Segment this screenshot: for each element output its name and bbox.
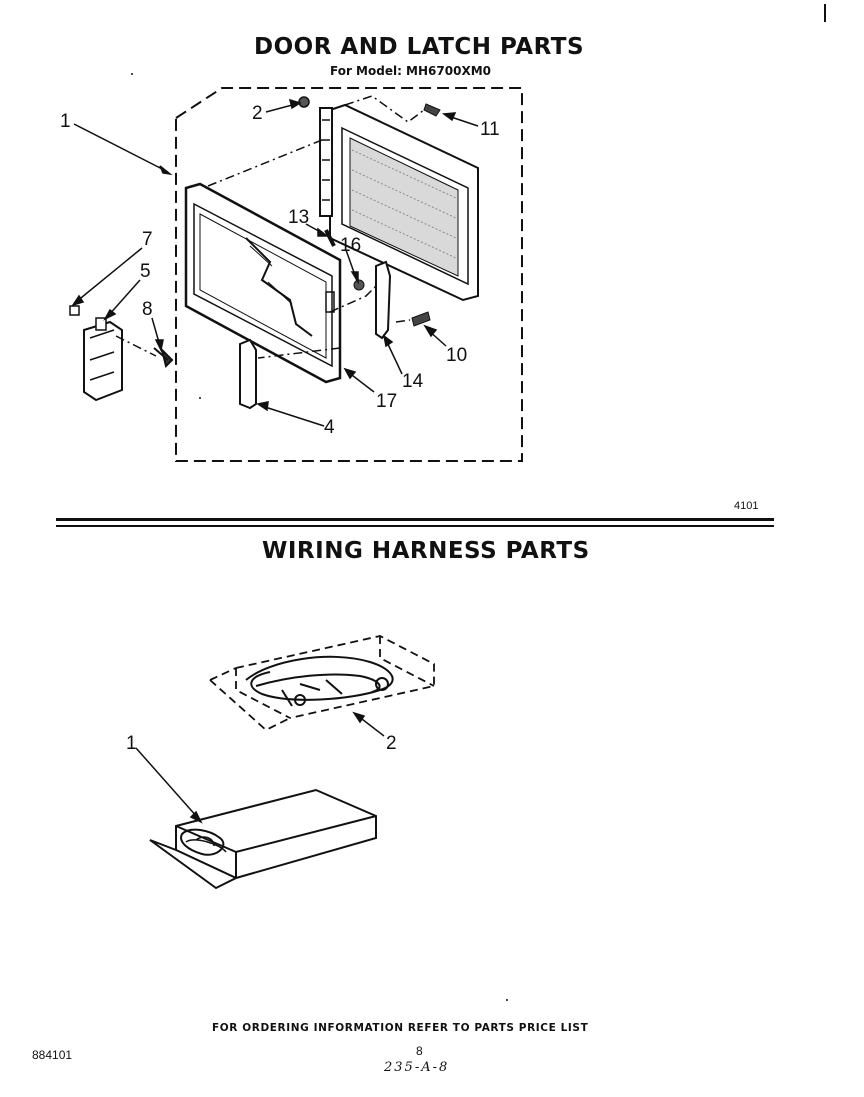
- catalog-number: 884101: [32, 1048, 73, 1062]
- callout-door-10: 10: [446, 345, 468, 366]
- nut-16: [353, 279, 365, 291]
- inner-door-panel: [319, 103, 479, 302]
- latch-hook: [375, 260, 392, 340]
- screw-13: [324, 229, 336, 247]
- edge-mark: [824, 4, 826, 22]
- door-section-title: DOOR AND LATCH PARTS: [254, 34, 585, 60]
- callout-door-14: 14: [402, 371, 424, 392]
- callout-door-2: 2: [252, 103, 263, 124]
- harness-leader-lines: [135, 711, 385, 824]
- callout-harness-2: 2: [386, 733, 397, 754]
- assembly-lines: [115, 95, 425, 359]
- callout-door-1: 1: [60, 111, 71, 132]
- latch-switch: [69, 305, 123, 402]
- callout-door-8: 8: [142, 299, 153, 320]
- harness-section-title: WIRING HARNESS PARTS: [262, 538, 590, 564]
- callout-door-17: 17: [376, 391, 398, 412]
- figure-number: 4101: [734, 500, 759, 512]
- callout-door-16: 16: [340, 235, 362, 256]
- screw-8: [153, 346, 174, 368]
- door-frame: [184, 182, 342, 384]
- callout-door-7: 7: [142, 229, 153, 250]
- callout-harness-1: 1: [126, 733, 137, 754]
- callout-door-11: 11: [480, 119, 500, 140]
- ordering-note: FOR ORDERING INFORMATION REFER TO PARTS …: [212, 1022, 589, 1034]
- door-assembly-boundary: [175, 87, 523, 462]
- screw-10: [411, 311, 431, 327]
- handwritten-note: 235-A-8: [384, 1060, 450, 1075]
- page-number: 8: [416, 1044, 423, 1058]
- model-line: For Model: MH6700XM0: [330, 64, 491, 78]
- section-divider-thick: [56, 518, 774, 521]
- harness-tray: [209, 635, 435, 732]
- door-leader-lines: [71, 98, 479, 427]
- screw-11: [423, 103, 441, 117]
- callout-door-5: 5: [140, 261, 151, 282]
- harness-box: [149, 788, 377, 890]
- section-divider-thin: [56, 525, 774, 527]
- harness-wires: [245, 655, 394, 707]
- door-choke-part: [239, 338, 257, 410]
- callout-door-13: 13: [288, 207, 310, 228]
- callout-door-4: 4: [324, 417, 335, 438]
